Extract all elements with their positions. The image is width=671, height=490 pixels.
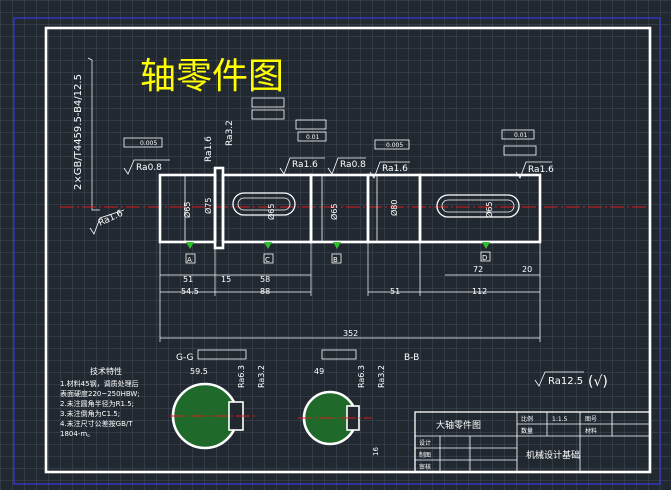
roughness-ra16-d: Ra1.6 <box>528 165 554 175</box>
drawing-title: 轴零件图 <box>140 56 284 97</box>
datum-a: A <box>187 256 192 264</box>
roughness-ra32-section-1: Ra3.2 <box>257 365 266 388</box>
dia-4: Ø65 <box>329 204 339 220</box>
keyway-right <box>436 194 520 218</box>
dim-15: 15 <box>221 275 231 284</box>
title-block-checker: 审核 <box>419 463 431 471</box>
general-roughness-symbol <box>534 371 584 387</box>
tech-line-5: 4.未注尺寸公差按GB/T <box>60 419 133 428</box>
dim-112: 112 <box>472 287 487 296</box>
title-block-quantity: 数量 <box>521 427 533 435</box>
dim-352: 352 <box>343 329 358 338</box>
tech-line-1: 1.材料45钢，调质处理后 <box>60 379 139 388</box>
roughness-ra63-section-1: Ra6.3 <box>237 365 246 388</box>
dimension-lines <box>159 242 541 342</box>
general-roughness-suffix: (√) <box>588 374 608 390</box>
side-note-leader <box>87 57 100 211</box>
keyway-right-inner <box>441 199 515 213</box>
section-gg-label: G-G <box>176 353 194 363</box>
title-block-scale-label: 比例 <box>521 415 533 423</box>
center-hole-note: 2×GB/T4459.5-B4/12.5 <box>73 74 84 190</box>
tech-line-2: 表面硬度220~250HBW; <box>60 389 140 398</box>
tolerance-4: 0.01 <box>514 132 528 139</box>
dim-59-5: 59.5 <box>190 367 208 376</box>
keyway-left-inner <box>237 197 291 211</box>
title-block-course: 机械设计基础 <box>526 449 580 461</box>
tolerance-1: 0.005 <box>140 140 157 147</box>
datum-symbols: A C B D <box>185 242 491 264</box>
dia-1: Ø65 <box>182 202 192 218</box>
roughness-ra32-vertical: Ra3.2 <box>225 120 235 146</box>
title-block-drafter: 制图 <box>419 451 431 459</box>
tech-heading: 技术特性 <box>90 366 122 376</box>
shaft-outline <box>158 166 542 250</box>
tolerance-3: 0.005 <box>386 142 403 149</box>
dim-51a: 51 <box>183 275 193 284</box>
dim-54-5: 54.5 <box>181 287 199 296</box>
keyway-left <box>232 192 296 216</box>
title-block-scale-value: 1:1.5 <box>552 416 568 423</box>
tolerance-2: 0.01 <box>306 134 320 141</box>
dia-2: Ø75 <box>203 198 213 214</box>
section-bb <box>298 390 372 446</box>
roughness-ra08-left: Ra0.8 <box>136 163 162 173</box>
tech-line-4: 3.未注倒角为C1.5; <box>60 409 120 418</box>
datum-b: B <box>333 256 338 264</box>
section-gg <box>170 382 255 450</box>
section-bb-label: B-B <box>404 353 419 363</box>
title-block-material: 材料 <box>585 427 597 435</box>
datum-d: D <box>482 254 487 262</box>
roughness-ra16-c: Ra1.6 <box>382 164 408 174</box>
roughness-ra63-section-2: Ra6.3 <box>357 365 366 388</box>
section-gg-tol <box>197 349 247 360</box>
drawing-border <box>44 26 652 474</box>
dim-88: 88 <box>260 287 270 296</box>
tech-line-3: 2.未注圆角半径为R1.5; <box>60 399 134 408</box>
roughness-ra32-section-2: Ra3.2 <box>377 365 386 388</box>
title-block-designer: 设计 <box>419 439 431 447</box>
roughness-ra16-e: Ra1.6 <box>97 209 125 229</box>
title-block-name: 大轴零件图 <box>436 419 481 431</box>
dim-72: 72 <box>473 265 483 274</box>
dim-49: 49 <box>314 367 324 376</box>
datum-c: C <box>265 256 270 264</box>
roughness-ra08-right: Ra0.8 <box>340 160 366 170</box>
outer-frame <box>13 17 661 485</box>
dim-58: 58 <box>260 275 270 284</box>
tolerance-frames: 0.005 0.01 0.005 0.01 <box>123 97 537 156</box>
roughness-ra16-vertical-1: Ra1.6 <box>204 136 214 162</box>
tech-line-6: 1804-m。 <box>60 430 94 438</box>
title-block-drawing-no: 图号 <box>585 416 597 423</box>
roughness-ra16-b: Ra1.6 <box>292 160 318 170</box>
section-bb-tol <box>321 349 357 360</box>
dia-3: Ø65 <box>266 204 276 220</box>
dia-6: Ø65 <box>484 202 494 218</box>
dim-51b: 51 <box>390 287 400 296</box>
title-block <box>414 411 651 473</box>
general-roughness: Ra12.5 <box>548 376 583 387</box>
dim-16: 16 <box>372 447 380 456</box>
dim-20: 20 <box>522 265 532 274</box>
dia-5: Ø80 <box>389 200 399 216</box>
